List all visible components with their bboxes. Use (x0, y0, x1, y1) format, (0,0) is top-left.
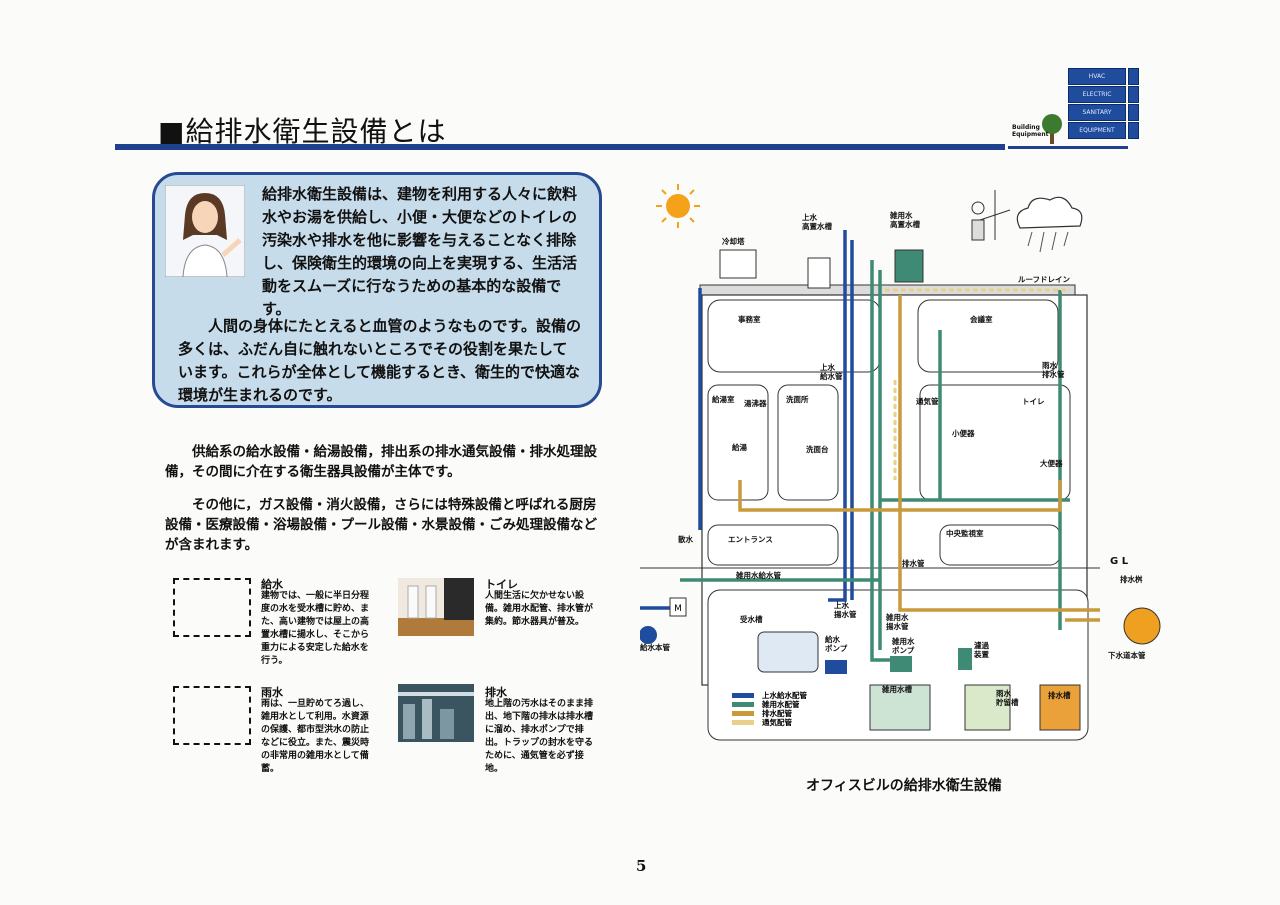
badge-square (1128, 68, 1139, 85)
cloud-icon (1016, 196, 1083, 253)
diagram-label-rain-tank: 雨水貯留槽 (996, 688, 1019, 707)
body-paragraph-1: 供給系の給水設備・給湯設備，排出系の排水通気設備・排水処理設備，その間に介在する… (165, 444, 597, 480)
diagram-label-roof-drain: ルーフドレイン (1018, 275, 1071, 284)
badge-square (1128, 104, 1139, 121)
diagram-label-supply-pump: 給水ポンプ (825, 634, 848, 653)
diagram-label-monitor-room: 中央監視室 (946, 528, 984, 538)
item-text-water-supply: 建物では、一般に半日分程度の水を受水槽に貯め、また、高い建物では屋上の高置水槽に… (261, 591, 370, 666)
placeholder-frame (173, 686, 251, 745)
diagram-label-meeting-room: 会議室 (970, 314, 993, 324)
legend-swatch (732, 711, 754, 716)
diagram-label-wash-basin: 洗面台 (806, 444, 829, 454)
diagram-label-misc-elevated-tank: 雑用水高置水槽 (889, 210, 920, 229)
gl-label: G L (1110, 556, 1129, 567)
body-paragraph-2: その他に，ガス設備・消火設備，さらには特殊設備と呼ばれる厨房設備・医療設備・浴場… (165, 497, 597, 553)
toilet-photo (398, 578, 474, 636)
drain-basin-label: 排水桝 (1120, 575, 1143, 584)
item-heading-drainage: 排水 (485, 686, 507, 699)
page-number: 5 (636, 857, 647, 875)
diagram-label-vent-pipe: 通気管 (916, 396, 939, 406)
title-rule (115, 144, 1005, 150)
diagram-label-toilet: トイレ (1022, 397, 1045, 406)
diagram-label-rain-drain-pipe: 雨水排水管 (1042, 360, 1065, 379)
legend-label: 雑用水配管 (761, 699, 800, 709)
supply-pump-icon (825, 660, 847, 674)
badge-square (1128, 122, 1139, 139)
antenna-icon (971, 190, 1011, 241)
badge-square (1128, 86, 1139, 103)
diagram-label-misc-pump: 雑用水ポンプ (891, 636, 915, 655)
meter-icon (669, 597, 687, 617)
sewer-main-label: 下水道本管 (1108, 651, 1146, 660)
meter-label: M (674, 604, 682, 614)
misc-pump-icon (890, 656, 912, 672)
tree-icon (1042, 114, 1062, 144)
intro-paragraph-2: 人間の身体にたとえると血管のようなものです。設備の多くは、ふだん自に触れないとこ… (178, 317, 582, 404)
item-heading-toilet: トイレ (485, 578, 518, 591)
sewer-main-icon (1123, 607, 1161, 645)
sun-icon (656, 184, 700, 228)
diagram-label-elevated-tank: 上水高置水槽 (802, 212, 832, 231)
placeholder-frame (173, 578, 251, 637)
diagram-caption: オフィスビルの給排水衛生設備 (806, 778, 1002, 794)
main-supply-icon (640, 626, 657, 644)
legend-swatch (732, 702, 754, 707)
diagram-label-misc-supply-pipe: 雑用水給水管 (735, 570, 781, 580)
badge-label: Building Equipment (1012, 124, 1048, 138)
diagram-label-filter: 濾過装置 (973, 640, 989, 659)
diagram-label-heater: 湯沸器 (744, 398, 767, 408)
legend-label: 排水配管 (762, 708, 792, 718)
diagram-label-misc-tank: 雑用水槽 (881, 684, 912, 694)
badge-sanitary-button[interactable]: SANITARY (1068, 104, 1126, 121)
badge-hvac-button[interactable]: HVAC (1068, 68, 1126, 85)
diagram-label-hot-water: 給湯 (732, 442, 747, 452)
badge-label-equipment: Equipment (1012, 131, 1049, 138)
page-title: ■給排水衛生設備とは (158, 115, 447, 148)
filter-icon (958, 648, 972, 670)
item-text-toilet: 人間生活に欠かせない設備。雑用水配管、排水管が集約。節水器具が普及。 (485, 591, 594, 627)
diagram-label-cooling-tower: 冷却塔 (722, 236, 745, 246)
diagram-label-office: 事務室 (738, 314, 761, 324)
diagram-label-sprinkler: 散水 (678, 534, 693, 544)
diagram-label-hot-water-room: 給湯室 (712, 394, 735, 404)
title-rule-right (1008, 146, 1128, 149)
diagram-label-supply-pipe: 上水給水管 (820, 362, 843, 381)
item-heading-rainwater: 雨水 (261, 686, 283, 699)
item-text-drainage: 地上階の汚水はそのまま排出、地下階の排水は排水槽に溜め、排水ポンプで排出。トラッ… (485, 699, 594, 774)
intro-paragraph-1: 給排水衛生設備は、建物を利用する人々に飲料水やお湯を供給し、小便・大便などのトイ… (262, 185, 578, 318)
badge-label-building: Building (1012, 124, 1040, 131)
diagram-label-misc-pumping-pipe: 雑用水揚水管 (885, 612, 909, 631)
diagram-label-washroom: 洗面所 (786, 394, 809, 404)
legend-label: 通気配管 (762, 717, 792, 727)
badge-electric-button[interactable]: ELECTRIC (1068, 86, 1126, 103)
section-badge: Building Equipment HVAC ELECTRIC SANITAR… (1010, 64, 1139, 146)
diagram-label-main-supply: 給水本管 (640, 642, 670, 652)
diagram-label-urinal: 小便器 (952, 428, 975, 438)
diagram-label-entrance: エントランス (728, 535, 773, 544)
item-heading-water-supply: 給水 (261, 578, 283, 591)
diagram-label-receiving-tank: 受水槽 (740, 614, 763, 624)
badge-equipment-button[interactable]: EQUIPMENT (1068, 122, 1126, 139)
legend-swatch (732, 693, 754, 698)
drainage-photo (398, 684, 474, 742)
guide-avatar-icon (165, 185, 245, 277)
legend-label: 上水給水配管 (762, 690, 807, 700)
legend-swatch (732, 720, 754, 725)
diagram-label-pumping-pipe: 上水揚水管 (834, 600, 857, 619)
item-text-rainwater: 雨は、一旦貯めてろ過し、雑用水として利用。水資源の保護、都市型洪水の防止などに役… (261, 699, 370, 774)
diagram-label-drain-tank: 排水槽 (1048, 690, 1071, 700)
diagram-label-drain-pipe: 排水管 (902, 558, 925, 568)
diagram-label-toilet-bowl: 大便器 (1040, 458, 1063, 468)
